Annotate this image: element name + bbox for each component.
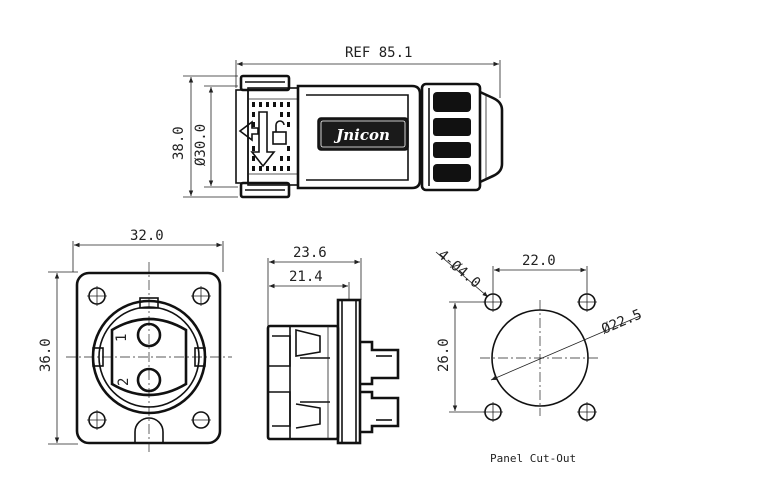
mount-depth-dimension: 21.4: [269, 269, 350, 300]
cutout-mounting-holes: [483, 292, 597, 422]
mount-depth-label: 21.4: [289, 269, 323, 285]
pin-1-label: 1: [114, 334, 130, 342]
grip-pattern: [252, 102, 290, 171]
front-height-label: 36.0: [38, 338, 54, 372]
height-dimension: 38.0: [171, 75, 238, 198]
bore-diameter-label: Ø22.5: [599, 306, 644, 337]
hole-spacing-label: 22.0: [522, 253, 556, 269]
vertical-spacing-dimension: 26.0: [436, 301, 485, 413]
diameter-dimension: Ø30.0: [193, 85, 238, 188]
panel-cutout-view: 22.0 26.0 4-Ø4.0 Ø22.5: [434, 247, 644, 465]
front-view: 32.0 36.0: [38, 228, 232, 455]
side-view: REF 85.1 38.0 Ø30.0: [171, 45, 504, 199]
hole-spacing-dimension: 22.0: [492, 253, 588, 292]
vertical-spacing-label: 26.0: [436, 338, 452, 372]
profile-view: 23.6 21.4: [266, 245, 400, 445]
hole-callout-label: 4-Ø4.0: [434, 247, 483, 292]
overall-depth-dimension: 23.6: [267, 245, 362, 330]
overall-depth-label: 23.6: [293, 245, 327, 261]
ref-length-dimension: REF 85.1: [235, 45, 501, 98]
brand-plate: [317, 117, 409, 151]
pin-2-label: 2: [116, 378, 132, 386]
panel-cutout-caption: Panel Cut-Out: [490, 452, 576, 465]
lock-arrow-icon: [238, 111, 287, 168]
height-label: 38.0: [171, 126, 187, 160]
front-width-label: 32.0: [130, 228, 164, 244]
brand-logo-text: Jnicon: [333, 126, 390, 144]
front-mounting-holes: [87, 286, 211, 430]
front-height-dimension: 36.0: [38, 271, 78, 445]
hole-callout: 4-Ø4.0: [434, 247, 489, 298]
nut-ribs: [433, 92, 471, 182]
ref-length-label: REF 85.1: [345, 45, 412, 61]
diameter-label: Ø30.0: [193, 124, 209, 166]
front-width-dimension: 32.0: [72, 228, 224, 272]
